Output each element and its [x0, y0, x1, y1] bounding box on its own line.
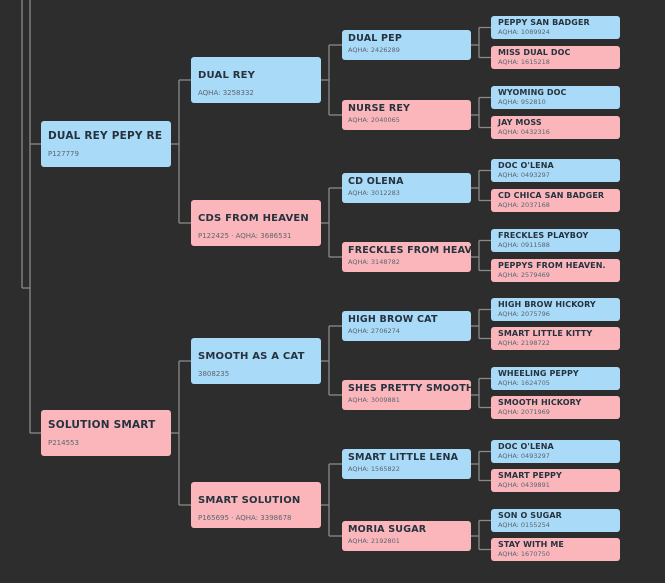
- registration-number: AQHA: 2037168: [498, 201, 550, 209]
- horse-name: WYOMING DOC: [498, 88, 567, 97]
- horse-name: SMART PEPPY: [498, 471, 562, 480]
- registration-number: AQHA: 0493297: [498, 452, 550, 460]
- registration-number: AQHA: 2579469: [498, 271, 550, 279]
- registration-number: AQHA: 2192801: [348, 537, 400, 545]
- registration-number: AQHA: 0911588: [498, 241, 550, 249]
- horse-name: WHEELING PEPPY: [498, 369, 579, 378]
- registration-number: AQHA: 3012283: [348, 189, 400, 197]
- registration-number: AQHA: 1670750: [498, 550, 550, 558]
- registration-number: P165695 · AQHA: 3398678: [198, 514, 292, 522]
- registration-number: AQHA: 3258332: [198, 89, 254, 97]
- registration-number: AQHA: 2426289: [348, 46, 400, 54]
- horse-name: MISS DUAL DOC: [498, 48, 571, 57]
- registration-number: AQHA: 0155254: [498, 521, 550, 529]
- horse-card-peppys-from-heaven[interactable]: PEPPYS FROM HEAVEN.AQHA: 2579469: [491, 259, 620, 282]
- horse-card-nurse-rey[interactable]: NURSE REY AQHA: 2040065: [342, 100, 471, 130]
- horse-card-smart-little-lena[interactable]: SMART LITTLE LENA AQHA: 1565822: [342, 449, 471, 479]
- registration-number: AQHA: 0439891: [498, 481, 550, 489]
- horse-name: DUAL PEP: [348, 33, 403, 44]
- horse-name: CD CHICA SAN BADGER: [498, 191, 605, 200]
- horse-name: PEPPYS FROM HEAVEN.: [498, 261, 606, 270]
- registration-number: AQHA: 3009881: [348, 396, 400, 404]
- horse-name: DUAL REY: [198, 70, 256, 81]
- registration-number: AQHA: 1624705: [498, 379, 550, 387]
- horse-name: SMOOTH HICKORY: [498, 398, 582, 407]
- horse-card-cds-from-heaven[interactable]: CDS FROM HEAVEN P122425 · AQHA: 3686531: [191, 200, 321, 246]
- horse-name: SHES PRETTY SMOOTH: [348, 383, 471, 394]
- registration-number: AQHA: 1565822: [348, 465, 400, 473]
- horse-name: SON O SUGAR: [498, 511, 562, 520]
- registration-number: AQHA: 2706274: [348, 327, 400, 335]
- registration-number: AQHA: 1089924: [498, 28, 550, 36]
- horse-name: PEPPY SAN BADGER: [498, 18, 590, 27]
- horse-name: STAY WITH ME: [498, 540, 564, 549]
- registration-number: AQHA: 0493297: [498, 171, 550, 179]
- horse-card-solution-smart[interactable]: SOLUTION SMART P214553: [41, 410, 171, 456]
- horse-name: DUAL REY PEPY RE: [48, 130, 163, 142]
- registration-number: P127779: [48, 150, 79, 158]
- registration-number: AQHA: 2075796: [498, 310, 550, 318]
- horse-name: FRECKLES FROM HEAVEN: [348, 245, 471, 256]
- horse-name: SMART LITTLE LENA: [348, 452, 459, 463]
- registration-number: AQHA: 0432316: [498, 128, 550, 136]
- horse-card-cd-olena[interactable]: CD OLENA AQHA: 3012283: [342, 173, 471, 203]
- registration-number: AQHA: 2198722: [498, 339, 550, 347]
- horse-card-dual-rey[interactable]: DUAL REY AQHA: 3258332: [191, 57, 321, 103]
- registration-number: AQHA: 1615218: [498, 58, 550, 66]
- horse-card-high-brow-cat[interactable]: HIGH BROW CAT AQHA: 2706274: [342, 311, 471, 341]
- horse-name: HIGH BROW CAT: [348, 314, 438, 325]
- horse-name: CDS FROM HEAVEN: [198, 213, 309, 224]
- horse-name: CD OLENA: [348, 176, 404, 187]
- registration-number: AQHA: 952810: [498, 98, 546, 106]
- horse-card-freckles-from-heaven[interactable]: FRECKLES FROM HEAVEN AQHA: 3148782: [342, 242, 471, 272]
- horse-name: SMOOTH AS A CAT: [198, 351, 305, 362]
- registration-number: AQHA: 2040065: [348, 116, 400, 124]
- horse-name: MORIA SUGAR: [348, 524, 427, 535]
- horse-name: DOC O'LENA: [498, 442, 554, 451]
- horse-name: SOLUTION SMART: [48, 419, 156, 431]
- horse-card-dual-pep[interactable]: DUAL PEP AQHA: 2426289: [342, 30, 471, 60]
- horse-name: HIGH BROW HICKORY: [498, 300, 596, 309]
- horse-card-dual-rey-pepy-re[interactable]: DUAL REY PEPY RE P127779: [41, 121, 171, 167]
- horse-name: NURSE REY: [348, 103, 411, 114]
- horse-name: JAY MOSS: [498, 118, 542, 127]
- registration-number: AQHA: 2071969: [498, 408, 550, 416]
- registration-number: AQHA: 3148782: [348, 258, 400, 266]
- horse-name: SMART SOLUTION: [198, 495, 301, 506]
- horse-name: FRECKLES PLAYBOY: [498, 231, 589, 240]
- horse-card-shes-pretty-smooth[interactable]: SHES PRETTY SMOOTH AQHA: 3009881: [342, 380, 471, 410]
- registration-number: 3808235: [198, 370, 230, 378]
- registration-number: P214553: [48, 439, 79, 447]
- horse-card-smooth-as-a-cat[interactable]: SMOOTH AS A CAT 3808235: [191, 338, 321, 384]
- horse-card-smart-solution[interactable]: SMART SOLUTION P165695 · AQHA: 3398678: [191, 482, 321, 528]
- horse-name: SMART LITTLE KITTY: [498, 329, 593, 338]
- registration-number: P122425 · AQHA: 3686531: [198, 232, 292, 240]
- horse-card-moria-sugar[interactable]: MORIA SUGAR AQHA: 2192801: [342, 521, 471, 551]
- horse-name: DOC O'LENA: [498, 161, 554, 170]
